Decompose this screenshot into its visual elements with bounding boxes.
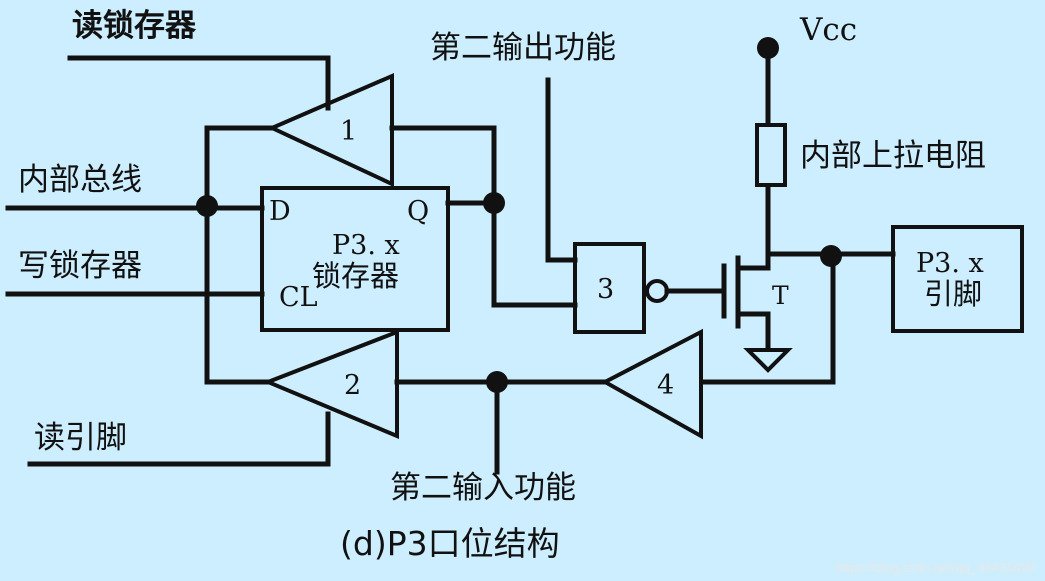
label-read-latch: 读锁存器 [72,8,197,44]
pin-label-line2: 引脚 [924,277,982,311]
watermark-url: https://blog.csdn.net/qq_44431690 [835,560,1036,575]
nand-3-label: 3 [597,274,614,305]
label-internal-bus: 内部总线 [18,162,142,198]
latch-box [260,186,450,332]
diagram-caption: (d)P3口位结构 [340,524,560,563]
junction-output [820,245,842,267]
buffer-1-label: 1 [340,116,357,147]
pullup-resistor [755,123,787,187]
buffer-2 [262,329,399,440]
pin-label-line1: P3. x [916,248,984,279]
junction-bus [196,195,218,217]
inverter-bubble [645,279,669,303]
latch-label-line2: 锁存器 [312,259,399,293]
buffer-1 [267,72,394,188]
latch-label-line1: P3. x [332,230,400,261]
transistor-drain [735,183,771,271]
wire-pin-feedback [701,251,836,385]
vcc-node [757,37,779,59]
buffer-4-label: 4 [657,370,674,401]
buffer-4 [600,328,703,440]
label-second-input: 第二输入功能 [390,470,576,506]
label-write-latch: 写锁存器 [18,248,142,284]
nand-gate-3 [573,242,646,334]
pin-box [891,225,1024,333]
transistor-source [735,311,771,349]
label-second-output: 第二输出功能 [430,30,616,66]
wire-q-to-buffer1 [389,125,578,308]
label-vcc: Vcc [799,12,857,48]
wire-read-pin [27,411,331,467]
junction-second-input [486,371,508,393]
junction-q [483,192,505,214]
buffer-2-label: 2 [344,370,361,401]
latch-pin-d: D [269,196,291,227]
wire-read-latch [67,55,331,111]
latch-pin-q: Q [407,196,429,227]
transistor-label: T [772,281,789,310]
label-pullup-resistor: 内部上拉电阻 [800,138,986,174]
latch-pin-cl: CL [279,282,318,313]
wire-second-output [545,77,578,263]
ground-symbol [743,348,793,373]
label-read-pin: 读引脚 [34,420,127,456]
